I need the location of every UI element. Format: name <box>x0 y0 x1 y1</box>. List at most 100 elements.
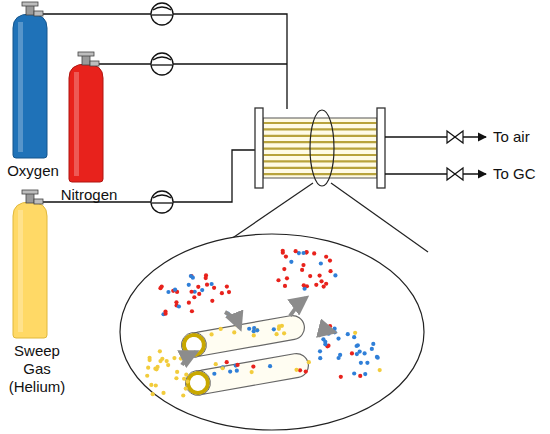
gas-molecule <box>146 366 150 370</box>
valve-symbol <box>447 131 463 180</box>
gas-molecule <box>300 268 304 272</box>
gas-molecule <box>149 383 153 387</box>
gas-molecule <box>336 337 340 341</box>
fibre-line <box>263 160 377 162</box>
gas-molecule <box>158 286 162 290</box>
gas-molecule <box>255 328 259 332</box>
gas-molecule <box>284 254 288 258</box>
gas-molecule <box>210 299 214 303</box>
gas-molecule <box>219 327 223 331</box>
gas-molecule <box>294 368 298 372</box>
gas-molecule <box>187 301 191 305</box>
gas-molecule <box>189 290 193 294</box>
gas-molecule <box>324 255 328 259</box>
gas-molecule <box>363 372 367 376</box>
gas-molecule <box>350 351 354 355</box>
fibre-line <box>263 141 377 143</box>
gas-molecule <box>359 361 363 365</box>
gas-molecule <box>212 372 216 376</box>
cylinder-label: Sweep Gas (Helium) <box>0 342 74 396</box>
gas-molecule <box>328 269 332 273</box>
gas-molecule <box>191 276 195 280</box>
gas-molecule <box>318 349 322 353</box>
gas-molecule <box>205 283 209 287</box>
gas-molecule <box>322 284 326 288</box>
gas-molecule <box>250 370 254 374</box>
gas-molecule <box>197 292 201 296</box>
gas-molecule <box>196 285 200 289</box>
gas-molecule <box>276 278 280 282</box>
gas-molecule <box>285 276 289 280</box>
gas-molecule <box>277 327 281 331</box>
hollow-fibre <box>183 351 310 397</box>
gas-molecule <box>362 351 366 355</box>
cylinder-shape <box>0 0 66 160</box>
gas-molecule <box>365 361 369 365</box>
gas-molecule <box>251 365 255 369</box>
gas-molecule <box>145 374 149 378</box>
gas-molecule <box>235 369 239 373</box>
gas-molecule <box>235 363 239 367</box>
gas-molecule <box>375 355 379 359</box>
gas-molecule <box>319 279 323 283</box>
fibre-line <box>263 148 377 150</box>
gas-molecule <box>301 263 305 267</box>
gas-molecule <box>155 365 159 369</box>
gas-molecule <box>182 377 186 381</box>
gas-molecule <box>376 356 380 360</box>
gas-molecule <box>301 251 305 255</box>
flow-meter <box>151 3 173 213</box>
gas-molecule <box>353 331 357 335</box>
cylinder-label: Nitrogen <box>56 186 122 204</box>
gas-molecule <box>319 261 323 265</box>
gas-molecule <box>298 368 302 372</box>
gas-molecule <box>210 282 214 286</box>
gas-molecule <box>247 327 251 331</box>
gas-molecule <box>158 359 162 363</box>
gas-cylinder: Sweep Gas (Helium) <box>0 188 74 398</box>
gas-molecule <box>283 284 287 288</box>
gas-molecule <box>318 356 322 360</box>
gas-molecule <box>163 312 167 316</box>
gas-molecule <box>333 273 337 277</box>
outlet-line <box>385 137 486 174</box>
gas-molecule <box>192 295 196 299</box>
gas-molecule <box>151 392 155 396</box>
gas-molecule <box>323 342 327 346</box>
gas-molecule <box>209 332 213 336</box>
gas-line <box>42 14 287 202</box>
gas-molecule <box>280 324 284 328</box>
gas-molecule <box>378 368 382 372</box>
fibre-line <box>263 154 377 156</box>
gas-molecule <box>158 349 162 353</box>
gas-molecule <box>187 283 191 287</box>
gas-molecule <box>225 360 229 364</box>
gas-molecule <box>220 291 224 295</box>
gas-molecule <box>173 288 177 292</box>
gas-molecule <box>281 251 285 255</box>
gas-cylinder: Oxygen <box>0 0 66 182</box>
gas-molecule <box>161 391 165 395</box>
gas-molecule <box>172 356 176 360</box>
membrane-detail <box>145 249 382 398</box>
gas-molecule <box>166 290 170 294</box>
gas-molecule <box>328 258 332 262</box>
gas-molecule <box>317 273 321 277</box>
gas-molecule <box>204 276 208 280</box>
gas-molecule <box>370 347 374 351</box>
flow-arrow <box>182 298 334 365</box>
gas-molecule <box>181 393 185 397</box>
gas-molecule <box>358 374 362 378</box>
gas-molecule <box>221 365 225 369</box>
gas-molecule <box>274 332 278 336</box>
gas-molecule <box>228 369 232 373</box>
gas-molecule <box>175 370 179 374</box>
fibre-line <box>263 128 377 130</box>
cylinder-shape <box>0 188 74 340</box>
gas-molecule <box>336 356 340 360</box>
gas-molecule <box>184 373 188 377</box>
gas-molecule <box>166 363 170 367</box>
gas-molecule <box>358 349 362 353</box>
gas-molecule <box>200 288 204 292</box>
gas-molecule <box>356 343 360 347</box>
